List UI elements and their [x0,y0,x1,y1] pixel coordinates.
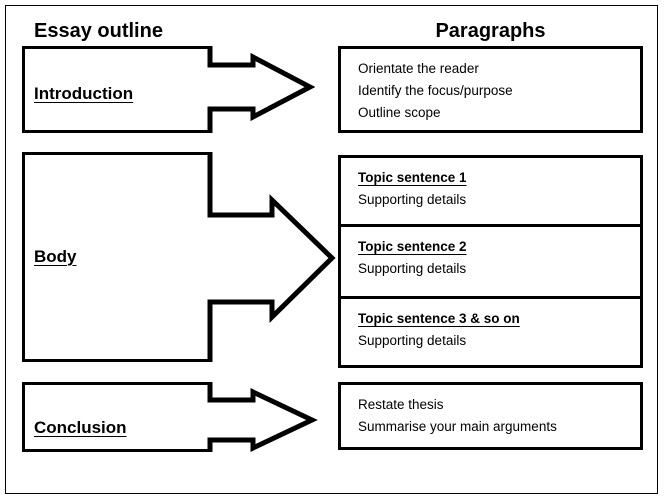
paragraph-box-introduction: Orientate the reader Identify the focus/… [338,46,643,133]
paragraph-line: Restate thesis [358,397,444,412]
paragraph-line: Identify the focus/purpose [358,83,513,98]
paragraph-box-conclusion: Restate thesis Summarise your main argum… [338,382,643,450]
stage-label-body: Body [34,247,77,266]
stage-box-introduction [22,46,212,133]
paragraph-box-body-3: Topic sentence 3 & so on Supporting deta… [338,299,643,368]
stage-box-body [22,152,212,362]
stage-box-conclusion [22,382,212,452]
paragraph-line: Supporting details [358,333,467,348]
diagram-outer-frame [5,5,658,494]
stage-label-introduction: Introduction [34,84,134,103]
column-heading-essay-outline: Essay outline [34,20,163,42]
paragraph-line: Outline scope [358,105,441,120]
paragraph-line: Supporting details [358,261,467,276]
paragraph-box-body-2: Topic sentence 2 Supporting details [338,227,643,299]
paragraph-box-body-1: Topic sentence 1 Supporting details [338,155,643,227]
column-heading-paragraphs: Paragraphs [435,20,546,42]
topic-sentence-label: Topic sentence 3 & so on [358,311,520,326]
paragraph-line: Orientate the reader [358,61,479,76]
topic-sentence-label: Topic sentence 2 [358,239,467,254]
topic-sentence-label: Topic sentence 1 [358,170,467,185]
paragraph-line: Supporting details [358,192,467,207]
stage-label-conclusion: Conclusion [34,418,127,437]
paragraph-line: Summarise your main arguments [358,419,557,434]
